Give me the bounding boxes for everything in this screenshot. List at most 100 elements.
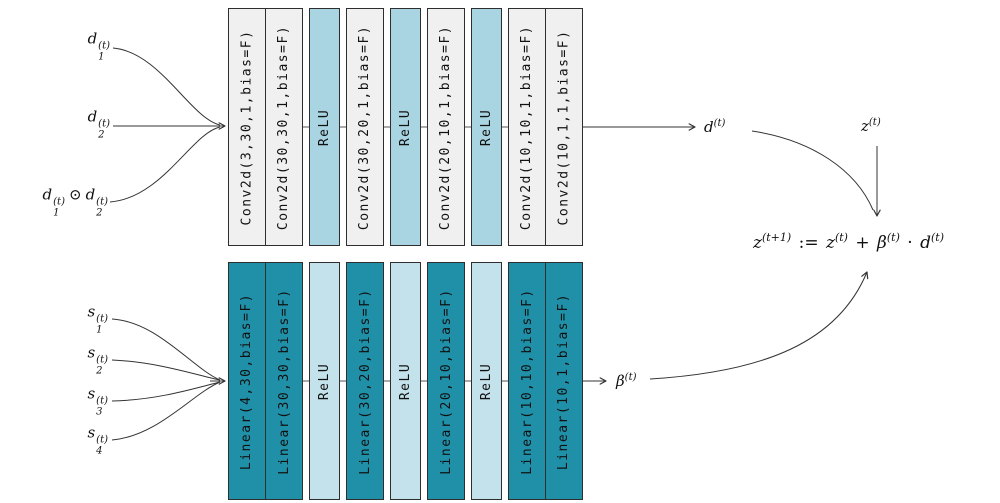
eq-beta-sup: (t)	[886, 231, 900, 245]
d1-scripts: (t)1	[98, 41, 110, 63]
input-label-d1: d(t)1	[88, 30, 110, 63]
layer-conv2d-1-label: Conv2d(3,30,1,bias=F)	[239, 29, 255, 225]
s4-sup: (t)	[96, 434, 108, 446]
d1d2-sub2: 2	[96, 207, 103, 219]
layer-relu-top-1-label: ReLU	[317, 108, 332, 146]
layer-relu-top-3-label: ReLU	[479, 108, 494, 146]
eq-d: d	[920, 232, 931, 253]
d2-sub: 2	[98, 129, 105, 141]
d1-sub: 1	[98, 51, 105, 63]
s4-scripts: (t)4	[96, 435, 108, 457]
layer-conv2d-1: Conv2d(3,30,1,bias=F)	[228, 8, 266, 246]
wire-input-s3	[111, 381, 221, 402]
layer-relu-bottom-2-label: ReLU	[398, 362, 413, 400]
layer-linear-3: Linear(30,20,bias=F)	[346, 262, 384, 500]
wire-input-d1	[112, 47, 221, 126]
s1-base: s	[87, 302, 96, 321]
wire-d-to-update	[751, 130, 874, 211]
s3-scripts: (t)3	[96, 396, 108, 418]
d-out-base: d	[704, 118, 714, 136]
eq-cdot: ·	[907, 232, 913, 253]
update-equation: z(t+1) := z(t) + β(t) · d(t)	[753, 231, 944, 253]
s2-base: s	[87, 343, 96, 362]
layer-linear-6: Linear(10,1,bias=F)	[545, 262, 583, 500]
d-out-sup: (t)	[713, 118, 726, 129]
output-label-beta: β(t)	[616, 372, 637, 390]
layer-conv2d-3: Conv2d(30,20,1,bias=F)	[346, 8, 384, 246]
d2-base: d	[87, 107, 98, 126]
layer-relu-top-2-label: ReLU	[398, 108, 413, 146]
wire-beta-to-update-arrow	[649, 271, 869, 380]
layer-relu-bottom-3: ReLU	[471, 262, 502, 500]
d2-sup: (t)	[98, 118, 110, 130]
input-label-d2: d(t)2	[88, 108, 110, 141]
linear-network: Linear(4,30,bias=F) Linear(30,30,bias=F)…	[228, 262, 583, 500]
s3-sup: (t)	[96, 395, 108, 407]
eq-z: z	[825, 232, 835, 253]
label-z: z(t)	[861, 117, 881, 135]
d1d2-base1: d	[42, 185, 53, 204]
eq-beta: β	[877, 232, 887, 253]
input-label-s2: s(t)2	[87, 344, 108, 377]
s4-base: s	[87, 423, 96, 442]
layer-linear-3-label: Linear(30,20,bias=F)	[357, 287, 373, 475]
layer-relu-top-1: ReLU	[309, 8, 340, 246]
layer-linear-4: Linear(20,10,bias=F)	[427, 262, 465, 500]
layer-linear-2: Linear(30,30,bias=F)	[265, 262, 303, 500]
conv-network: Conv2d(3,30,1,bias=F) Conv2d(30,30,1,bia…	[228, 8, 583, 246]
layer-relu-bottom-2: ReLU	[390, 262, 421, 500]
input-label-d1-odot-d2: d(t)1⊙d(t)2	[43, 186, 108, 219]
z-base: z	[861, 117, 869, 135]
layer-conv2d-5-label: Conv2d(10,10,1,bias=F)	[519, 24, 535, 230]
eq-z-sup: (t)	[834, 231, 848, 245]
wire-input-s2	[111, 359, 221, 381]
s1-sub: 1	[96, 324, 103, 336]
wire-input-d1d2	[109, 126, 221, 203]
d1-sup: (t)	[98, 40, 110, 52]
layer-conv2d-6: Conv2d(10,1,1,bias=F)	[545, 8, 583, 246]
input-label-s1: s(t)1	[87, 303, 108, 336]
eq-plus: +	[855, 232, 870, 253]
d1d2-base2: d	[85, 185, 96, 204]
wire-input-s1	[111, 318, 221, 381]
layer-linear-6-label: Linear(10,1,bias=F)	[556, 292, 572, 470]
layer-linear-4-label: Linear(20,10,bias=F)	[438, 287, 454, 475]
output-label-d: d(t)	[704, 118, 725, 136]
eq-lhs: z	[753, 232, 762, 253]
d1d2-sub1: 1	[53, 207, 60, 219]
layer-conv2d-4-label: Conv2d(20,10,1,bias=F)	[438, 24, 454, 230]
d1-base: d	[87, 29, 98, 48]
d1d2-scripts2: (t)2	[96, 197, 108, 219]
z-sup: (t)	[868, 117, 881, 128]
layer-relu-bottom-3-label: ReLU	[479, 362, 494, 400]
d1d2-sup1: (t)	[53, 196, 65, 208]
s1-scripts: (t)1	[96, 314, 108, 336]
odot-operator: ⊙	[68, 185, 82, 204]
layer-relu-top-2: ReLU	[390, 8, 421, 246]
beta-out-sup: (t)	[624, 372, 637, 383]
layer-linear-1-label: Linear(4,30,bias=F)	[239, 292, 255, 470]
layer-relu-bottom-1-label: ReLU	[317, 362, 332, 400]
s2-sup: (t)	[96, 354, 108, 366]
s1-sup: (t)	[96, 313, 108, 325]
d1d2-scripts1: (t)1	[53, 197, 65, 219]
s2-sub: 2	[96, 365, 103, 377]
s3-sub: 3	[96, 406, 103, 418]
layer-relu-bottom-1: ReLU	[309, 262, 340, 500]
eq-d-sup: (t)	[930, 231, 944, 245]
layer-linear-5: Linear(10,10,bias=F)	[508, 262, 546, 500]
layer-linear-1: Linear(4,30,bias=F)	[228, 262, 266, 500]
layer-conv2d-2: Conv2d(30,30,1,bias=F)	[265, 8, 303, 246]
layer-conv2d-6-label: Conv2d(10,1,1,bias=F)	[556, 29, 572, 225]
layer-linear-2-label: Linear(30,30,bias=F)	[276, 287, 292, 475]
eq-lhs-sup: (t+1)	[761, 231, 792, 245]
s4-sub: 4	[96, 445, 103, 457]
beta-out-base: β	[616, 372, 625, 390]
d1d2-sup2: (t)	[96, 196, 108, 208]
layer-conv2d-3-label: Conv2d(30,20,1,bias=F)	[357, 24, 373, 230]
d2-scripts: (t)2	[98, 119, 110, 141]
s2-scripts: (t)2	[96, 355, 108, 377]
input-label-s3: s(t)3	[87, 385, 108, 418]
eq-assign: :=	[798, 232, 819, 253]
